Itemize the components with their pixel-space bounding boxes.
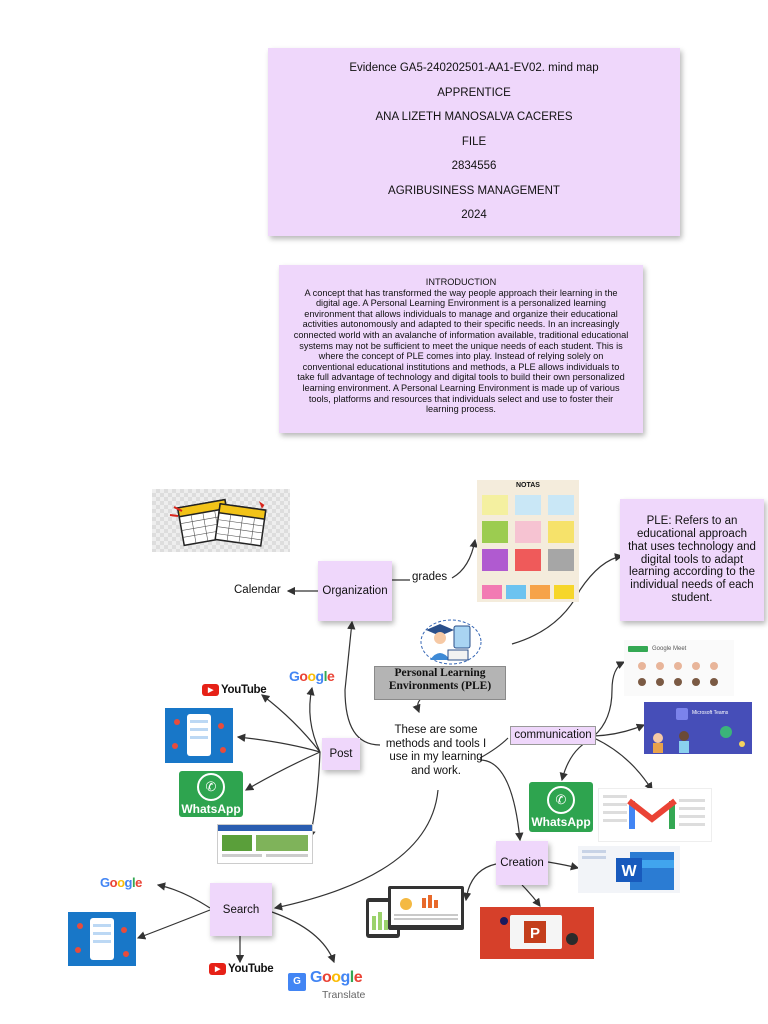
evidence-line: Evidence GA5-240202501-AA1-EV02. mind ma…: [349, 62, 599, 74]
center-description: These are some methods and tools I use i…: [385, 724, 487, 777]
spreadsheet-devices-image: [366, 886, 464, 940]
gmail-icon: [603, 795, 705, 829]
ple-definition-text: PLE: Refers to an educational approach t…: [628, 515, 756, 604]
website-screenshot-post: [217, 824, 313, 864]
whatsapp-icon-post: ✆: [197, 772, 225, 801]
google-meet-image: Google Meet: [624, 640, 734, 696]
translate-label: Translate: [322, 989, 366, 1001]
facebook-network-icon: [172, 714, 226, 756]
grades-label: grades: [412, 571, 448, 583]
ple-student-icon: [418, 616, 484, 666]
communication-label: communication: [514, 729, 592, 741]
apprentice-label: APPRENTICE: [437, 86, 511, 99]
year: 2024: [461, 209, 487, 221]
google-translate-logo: G Google Translate: [288, 969, 384, 1002]
whatsapp-logo-communication: ✆ WhatsApp: [529, 782, 593, 832]
spreadsheet-icon: [366, 886, 464, 938]
program-name: AGRIBUSINESS MANAGEMENT: [388, 184, 560, 197]
creation-label: Creation: [500, 857, 544, 869]
post-label: Post: [329, 748, 353, 760]
youtube-play-icon-search: ▶: [209, 963, 226, 975]
whatsapp-label: WhatsApp: [531, 814, 591, 829]
google-logo-post: Google: [289, 668, 335, 684]
powerpoint-image: P: [480, 907, 594, 959]
ple-definition-note: PLE: Refers to an educational approach t…: [620, 499, 764, 621]
youtube-play-icon: ▶: [202, 684, 219, 696]
grades-notes-board: NOTAS: [477, 480, 579, 602]
translate-icon: G: [288, 973, 306, 991]
creation-node[interactable]: Creation: [496, 841, 548, 885]
gmail-image: [598, 788, 712, 842]
whatsapp-logo-post: ✆ WhatsApp: [179, 771, 243, 817]
apprentice-name: ANA LIZETH MANOSALVA CACERES: [375, 111, 573, 123]
search-node[interactable]: Search: [210, 883, 272, 936]
youtube-logo-search: ▶YouTube: [209, 963, 274, 975]
teams-label: Microsoft Teams: [692, 710, 729, 716]
calendar-icon: [169, 498, 267, 547]
organization-label: Organization: [322, 585, 388, 597]
ple-title-box: Personal Learning Environments (PLE): [374, 666, 506, 700]
ple-title-text: Personal Learning Environments (PLE): [388, 667, 492, 692]
google-meet-label: Google Meet: [652, 646, 687, 652]
word-letter: W: [621, 863, 637, 880]
microsoft-teams-image: Microsoft Teams: [644, 702, 752, 754]
search-label: Search: [222, 903, 260, 916]
organization-node[interactable]: Organization: [318, 561, 392, 621]
teams-icon: [653, 708, 745, 753]
calendar-label: Calendar: [234, 584, 281, 596]
youtube-logo-post: ▶YouTube: [202, 684, 267, 696]
whatsapp-label-post: WhatsApp: [181, 801, 241, 816]
notas-title: NOTAS: [516, 482, 540, 489]
social-network-image-search: [68, 912, 136, 966]
word-icon: W: [582, 850, 674, 890]
social-network-image-post: [165, 708, 233, 763]
video-call-icon: [628, 646, 718, 686]
post-node[interactable]: Post: [322, 738, 360, 770]
introduction-note: INTRODUCTION A concept that has transfor…: [279, 265, 643, 433]
word-logo-image: W: [578, 846, 680, 893]
introduction-title: INTRODUCTION: [425, 277, 497, 287]
file-label: FILE: [461, 135, 487, 148]
powerpoint-icon: P: [500, 915, 578, 949]
calendar-image: [152, 489, 290, 552]
webpage-icon: [218, 825, 312, 857]
youtube-label: YouTube: [221, 684, 267, 696]
sticky-notes-icon: [482, 495, 574, 599]
introduction-body: A concept that has transformed the way p…: [293, 287, 629, 415]
file-number: 2834556: [451, 160, 497, 172]
facebook-network-icon-search: [75, 918, 129, 960]
youtube-label-search: YouTube: [228, 963, 274, 975]
graduate-student-icon: [420, 619, 482, 665]
communication-node[interactable]: communication: [510, 726, 596, 745]
ppt-letter: P: [530, 925, 540, 942]
google-logo-search: Google: [100, 875, 142, 890]
cover-note: Evidence GA5-240202501-AA1-EV02. mind ma…: [268, 48, 680, 236]
whatsapp-icon: ✆: [547, 785, 575, 814]
